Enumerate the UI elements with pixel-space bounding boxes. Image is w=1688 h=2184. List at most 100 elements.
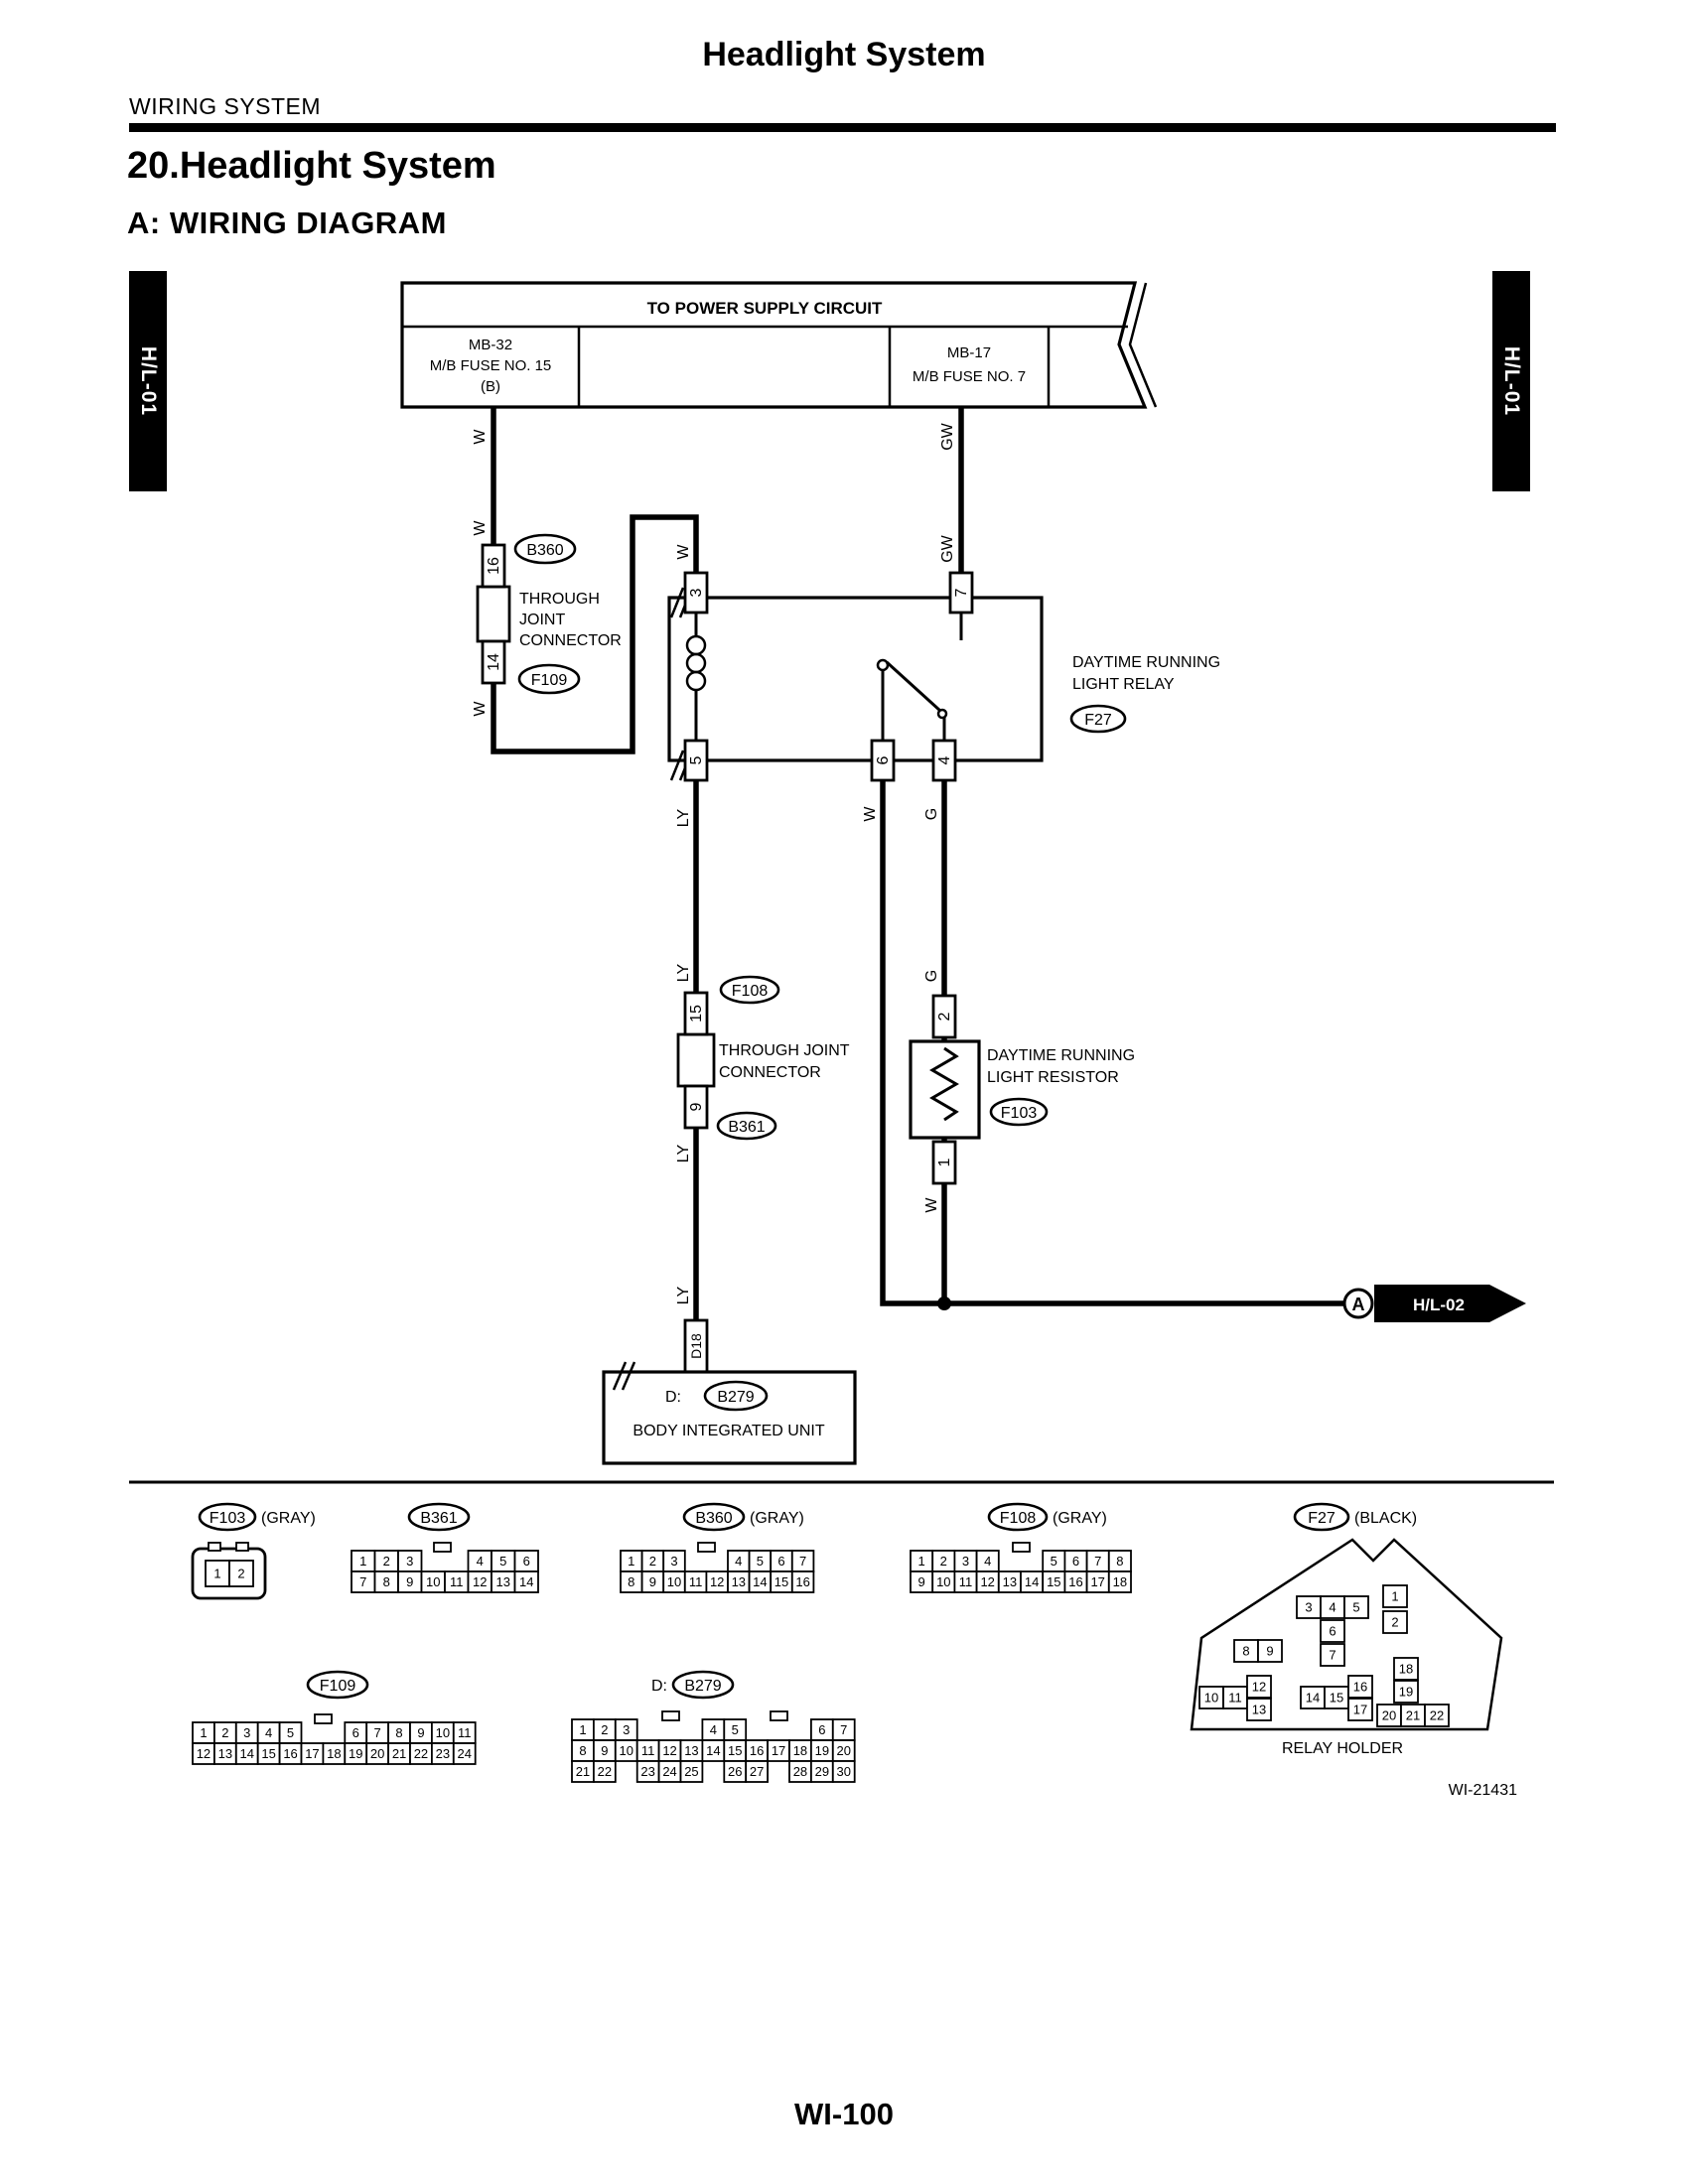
- power-box-cell-dividers: [577, 327, 1051, 407]
- through-joint-connector-1: 16 14 B360 F109 THROUGH JOINT CONNECTOR: [476, 533, 622, 695]
- resistor-name-line1: DAYTIME RUNNING: [987, 1047, 1135, 1064]
- pin-cell-number: 1: [1391, 1589, 1398, 1604]
- wire-label-g: G: [923, 970, 940, 982]
- figure-code: WI-21431: [1449, 1782, 1517, 1799]
- pin-cell: [593, 1760, 617, 1783]
- pin-cell-number: 1: [628, 1554, 634, 1569]
- tjc2-top-connector-code: F108: [732, 983, 769, 1000]
- connector-color: (GRAY): [1053, 1510, 1107, 1527]
- daytime-running-light-resistor: 2 1 DAYTIME RUNNING LIGHT RESISTOR F103: [909, 994, 1135, 1185]
- pin-cell: [1382, 1610, 1408, 1634]
- pin-cell-number: 21: [1406, 1708, 1420, 1723]
- pin-cell-number: 6: [523, 1554, 530, 1569]
- pin-cell-number: 18: [1399, 1662, 1413, 1677]
- pin-cell-number: 13: [496, 1574, 510, 1589]
- pin-cell-number: 9: [406, 1574, 413, 1589]
- b361-notch: [433, 1542, 452, 1553]
- pin-cell-number: 16: [795, 1574, 809, 1589]
- tjc2-pin15-box: [683, 991, 709, 1036]
- relay-holder-outline: [1190, 1538, 1503, 1731]
- f103-tab: [235, 1542, 249, 1552]
- wire-label-w: W: [472, 429, 489, 445]
- pin-cell-number: 3: [1305, 1600, 1312, 1615]
- tjc1-pin14-box: [481, 639, 506, 685]
- pin-cell-number: 2: [940, 1554, 947, 1569]
- tjc2-pin9-box: [683, 1084, 709, 1130]
- pin-cell-number: 28: [793, 1764, 807, 1779]
- wire-label-ly: LY: [675, 1286, 692, 1304]
- resistor-connector-ellipse: [989, 1097, 1049, 1127]
- pin-cell-number: 18: [793, 1743, 807, 1758]
- wire-junction-dot: [937, 1297, 951, 1310]
- pin-cell-number: 8: [1116, 1554, 1123, 1569]
- pin-cell-number: 22: [1430, 1708, 1444, 1723]
- fuse-mb32-desc: M/B FUSE NO. 15: [430, 357, 552, 374]
- pin-cell-number: 6: [1072, 1554, 1079, 1569]
- pin-cell-number: 5: [499, 1554, 506, 1569]
- pin-cell-number: 21: [576, 1764, 590, 1779]
- pin-cell-number: 3: [243, 1725, 250, 1740]
- body-integrated-unit: D18 D: B279 BODY INTEGRATED UNIT: [602, 1318, 857, 1465]
- connector-code: B361: [420, 1510, 457, 1527]
- pin-cell-number: 12: [473, 1574, 487, 1589]
- tjc2-pin9-number: 9: [688, 1102, 705, 1111]
- pin-cell-number: 10: [1204, 1691, 1218, 1706]
- relay-connector-code: F27: [1084, 712, 1112, 729]
- pin-cell-number: 10: [936, 1574, 950, 1589]
- tjc1-pin16-number: 16: [486, 557, 502, 575]
- relay-pin7-number: 7: [953, 588, 970, 597]
- relay-coil-loop: [685, 670, 707, 692]
- pin-cell-number: 23: [436, 1746, 450, 1761]
- pin-cell-number: 7: [359, 1574, 366, 1589]
- fuse-mb32-suffix: (B): [481, 378, 500, 395]
- pin-cell-number: 14: [1306, 1691, 1320, 1706]
- chapter-heading: 20.Headlight System: [127, 145, 496, 187]
- pin-cell-number: 15: [1330, 1691, 1343, 1706]
- pin-cell-number: 8: [383, 1574, 390, 1589]
- pin-cell-number: 22: [414, 1746, 428, 1761]
- f103-tab: [208, 1542, 221, 1552]
- pin-cell-number: 11: [458, 1725, 472, 1740]
- resistor-connector-code: F103: [1001, 1105, 1038, 1122]
- relay-pin6-number: 6: [875, 755, 892, 764]
- pin-cell: [1347, 1698, 1373, 1721]
- pin-cell-number: 17: [1090, 1574, 1104, 1589]
- relay-pin5-number: 5: [688, 755, 705, 764]
- pin-cell-number: 7: [840, 1722, 847, 1737]
- b279-notch: [661, 1710, 680, 1721]
- tjc1-top-connector-code: B360: [526, 542, 563, 559]
- pin-cell: [790, 1570, 815, 1593]
- pin-cell-number: 27: [750, 1764, 764, 1779]
- pin-cell-number: 4: [710, 1722, 717, 1737]
- tjc1-top-connector-ellipse: [513, 533, 577, 565]
- pin-cell-number: 13: [732, 1574, 746, 1589]
- tjc1-label-line3: CONNECTOR: [519, 632, 622, 649]
- pin-cell: [1343, 1595, 1369, 1619]
- pin-cell-number: 3: [670, 1554, 677, 1569]
- connector-code: F108: [1000, 1510, 1037, 1527]
- relay-pin4-number: 4: [936, 755, 953, 764]
- pin-cell-number: 4: [265, 1725, 272, 1740]
- relay-name-line2: LIGHT RELAY: [1072, 676, 1175, 693]
- pin-cell-number: 7: [374, 1725, 381, 1740]
- pin-cell-number: 16: [750, 1743, 764, 1758]
- pin-cell-number: 9: [1266, 1644, 1273, 1659]
- tjc1-label-line2: JOINT: [519, 612, 565, 628]
- tjc2-bottom-connector-ellipse: [716, 1111, 777, 1141]
- pin-cell-number: 15: [1047, 1574, 1060, 1589]
- connector-code: F103: [210, 1510, 246, 1527]
- power-box-outline: [400, 281, 1148, 409]
- pin-cell: [745, 1760, 770, 1783]
- pin-cell-number: 1: [213, 1567, 220, 1581]
- pin-cell-number: 22: [598, 1764, 612, 1779]
- pin-cell-number: 9: [601, 1743, 608, 1758]
- tjc1-body: [476, 585, 511, 643]
- pin-cell-number: 25: [684, 1764, 698, 1779]
- pin-cell-number: 11: [689, 1574, 703, 1589]
